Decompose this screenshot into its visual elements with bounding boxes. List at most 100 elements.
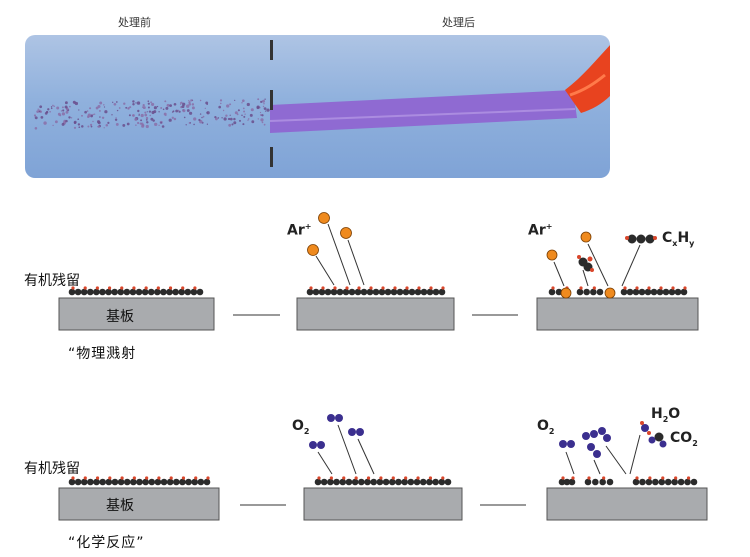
residue-atom [68,288,76,296]
residue-atom [172,288,179,296]
residue-atom [384,288,392,296]
residue-speckle [237,109,240,112]
before-after-photo [25,35,610,178]
residue-atom [154,288,161,296]
residue-hydrogen [95,476,100,480]
residue-atom [590,288,597,296]
substrate-1 [58,297,215,331]
residue-hydrogen [429,286,433,290]
residue-speckle [87,113,91,117]
residue-speckle [166,103,170,107]
residue-speckle [81,125,84,128]
residue-atom [420,288,428,296]
residue-speckle [241,99,245,103]
residue-speckle [138,113,140,115]
photo-divider-bottom [270,147,273,167]
residue-speckle [266,108,270,112]
residue-label-row2: 有机残留 [24,461,80,477]
residue-atom [345,478,353,486]
residue-speckle [202,115,205,118]
residue-speckle [65,110,69,114]
residue-speckle [78,109,80,111]
residue-speckle [115,117,117,119]
residue-speckle [217,117,220,119]
residue-speckle [181,105,185,109]
residue-atom [93,478,100,486]
residue-atom [99,478,106,486]
residue-speckle [140,119,143,122]
residue-speckle [57,112,61,116]
residue-speckle [115,122,119,126]
residue-atom [130,478,137,486]
argon-ion-6 [580,231,592,243]
residue-speckle [263,123,266,126]
residue-speckle [65,119,68,123]
residue-hydrogen [354,476,358,480]
argon-ion-2 [340,227,352,239]
residue-hydrogen [357,286,361,290]
residue-speckle [173,102,177,106]
residue-speckle [233,117,236,121]
residue-speckle [160,107,163,109]
residue-speckle [244,113,246,115]
residue-speckle [137,121,140,125]
residue-speckle [238,119,242,122]
residue-hydrogen [661,476,665,480]
residue-speckle [249,113,253,117]
residue-speckle [261,114,264,117]
substrate-4 [58,487,220,521]
residue-speckle [113,102,117,106]
residue-hydrogen [571,476,575,480]
residue-atom [413,478,421,486]
residue-speckle [220,102,222,105]
residue-atom [99,288,106,296]
oxygen-molecule-6 [598,427,611,442]
mode-label-sputtering: “物理溅射 [68,346,137,362]
residue-atom [632,288,640,296]
residue-layer-2 [306,286,446,296]
residue-hydrogen [194,476,198,480]
ion-trajectory-1 [327,223,351,286]
residue-atom [376,478,384,486]
residue-speckle [183,116,186,119]
residue-atom [184,288,192,296]
residue-speckle [256,106,260,110]
residue-speckle [97,104,101,109]
residue-speckle [188,102,192,106]
residue-speckle [206,111,210,115]
residue-atom [327,478,334,486]
oxygen-trajectory-4 [565,451,575,475]
residue-speckle [198,118,201,122]
oxygen-trajectory-1 [337,424,357,475]
residue-hydrogen [671,286,675,290]
residue-speckle [34,127,38,130]
residue-hydrogen [635,476,639,480]
residue-speckle [49,110,51,113]
residue-speckle [148,110,152,113]
residue-speckle [144,111,147,114]
residue-speckle [105,124,109,127]
residue-hydrogen [369,286,373,290]
residue-speckle [128,114,131,117]
residue-speckle [64,101,68,105]
residue-label-row1: 有机残留 [24,273,80,289]
residue-atom [378,288,386,296]
ion-trajectory-2 [347,239,365,286]
residue-atom [563,478,571,486]
argon-ion-7 [546,249,558,261]
residue-atom [203,478,211,486]
residue-speckle [226,104,230,108]
residue-speckle [225,114,228,117]
residue-atom [674,288,682,296]
residue-speckle [242,107,245,110]
residue-speckle [247,118,250,120]
residue-hydrogen [561,476,565,480]
residue-atom [179,478,186,486]
ejected-trajectory-2 [582,269,589,287]
residue-speckle [263,102,265,105]
residue-atom [105,288,112,296]
residue-hydrogen [181,476,186,480]
residue-atom [129,288,137,296]
residue-hydrogen [366,476,371,480]
residue-hydrogen [417,286,421,290]
